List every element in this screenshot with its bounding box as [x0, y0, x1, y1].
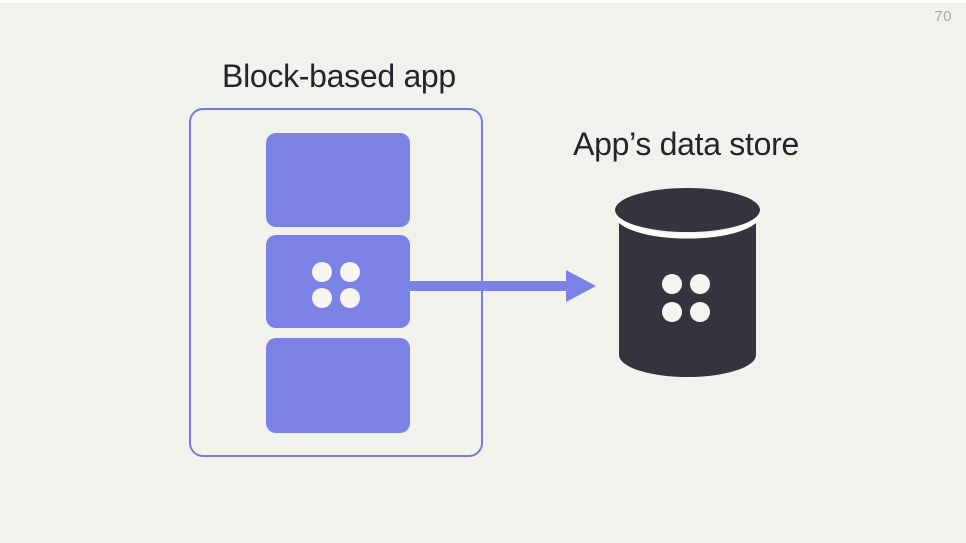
- dot-icon: [690, 274, 710, 294]
- dot-icon: [312, 288, 332, 308]
- dot-icon: [340, 288, 360, 308]
- slide-top-edge: [0, 0, 966, 3]
- app-title: Block-based app: [222, 58, 456, 94]
- page-number: 70: [934, 8, 952, 25]
- arrow-right-icon: [410, 281, 570, 291]
- database-body: [619, 216, 756, 377]
- dot-icon: [662, 274, 682, 294]
- database-icon: [615, 188, 760, 377]
- dot-icon: [340, 262, 360, 282]
- dot-icon: [662, 302, 682, 322]
- datastore-title: App’s data store: [573, 126, 799, 162]
- app-block-top: [266, 133, 410, 227]
- dot-icon: [690, 302, 710, 322]
- database-lid: [615, 188, 760, 232]
- app-block-bottom: [266, 338, 410, 433]
- dot-icon: [312, 262, 332, 282]
- app-block-middle-with-dots: [266, 235, 410, 328]
- arrow-head-icon: [566, 270, 596, 302]
